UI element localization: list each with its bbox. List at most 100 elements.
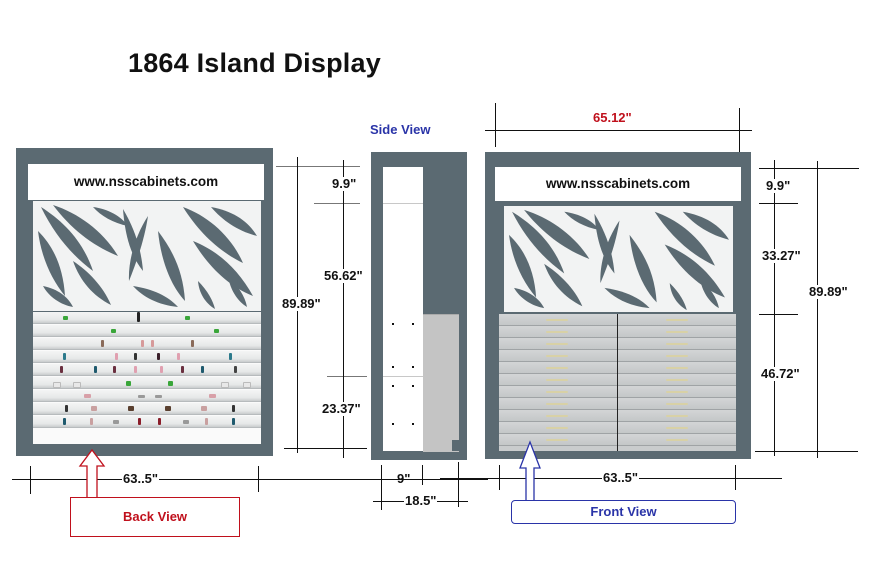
hinge-dot (412, 323, 414, 325)
diagram-title: 1864 Island Display (128, 48, 381, 78)
product-item (101, 340, 104, 347)
dim-line (759, 168, 859, 169)
product-item (94, 366, 97, 373)
drawer[interactable] (499, 422, 617, 434)
product-item (63, 418, 66, 425)
drawer-handle (666, 379, 688, 381)
product-item (165, 406, 171, 411)
hinge-dot (412, 385, 414, 387)
product-item (177, 353, 180, 360)
product-item (232, 418, 235, 425)
product-item (138, 418, 141, 425)
drawer[interactable] (499, 362, 617, 374)
dim-tick (499, 465, 500, 490)
product-item (138, 395, 145, 398)
drawer-handle (666, 391, 688, 393)
drawer-divider (617, 314, 618, 451)
drawer[interactable] (499, 374, 617, 386)
leaf-pattern-icon (509, 209, 729, 311)
product-item (91, 406, 97, 411)
drawer[interactable] (618, 362, 736, 374)
back-lower-height-dim: 23.37" (321, 401, 362, 416)
product-item (229, 353, 232, 360)
drawer[interactable] (618, 314, 736, 326)
product-item (113, 366, 116, 373)
front-width-dim: 63..5" (602, 470, 640, 485)
front-view-arrow-icon (519, 440, 541, 500)
drawer[interactable] (499, 434, 617, 446)
product-item (137, 312, 140, 322)
product-item (185, 316, 190, 320)
shelf (33, 312, 261, 324)
shelf (33, 325, 261, 337)
product-item (155, 395, 162, 398)
drawer[interactable] (618, 410, 736, 422)
shelf (33, 338, 261, 350)
product-item (111, 329, 116, 333)
drawer-handle (666, 367, 688, 369)
product-item (113, 420, 119, 424)
drawer[interactable] (618, 398, 736, 410)
drawer[interactable] (618, 422, 736, 434)
dim-line (284, 448, 367, 449)
drawer[interactable] (499, 350, 617, 362)
drawer-handle (546, 319, 568, 321)
front-panel-height-dim: 33.27" (761, 248, 802, 263)
front-view-drawer-bank (499, 314, 736, 451)
shelf (33, 390, 261, 402)
hinge-dot (392, 323, 394, 325)
front-view-sign: www.nsscabinets.com (495, 167, 741, 201)
product-item (134, 353, 137, 360)
product-item (191, 340, 194, 347)
drawer[interactable] (618, 374, 736, 386)
product-item (183, 420, 189, 424)
drawer-handle (546, 367, 568, 369)
product-item (151, 340, 154, 347)
front-drawers-height-dim: 46.72" (760, 366, 801, 381)
back-width-dim: 63..5" (122, 471, 160, 486)
dim-line (759, 203, 798, 204)
leaf-pattern-icon (38, 205, 257, 309)
product-item (60, 366, 63, 373)
front-total-height-dim: 89.89" (808, 284, 849, 299)
dim-line (817, 161, 818, 458)
drawer[interactable] (618, 434, 736, 446)
product-item (181, 366, 184, 373)
drawer[interactable] (499, 386, 617, 398)
dim-line (755, 451, 858, 452)
drawer[interactable] (618, 386, 736, 398)
drawer[interactable] (499, 314, 617, 326)
dim-line (343, 160, 344, 458)
drawer-handle (666, 343, 688, 345)
drawer-handle (546, 415, 568, 417)
drawer[interactable] (618, 326, 736, 338)
product-item (63, 353, 66, 360)
drawer-handle (546, 379, 568, 381)
back-view-shelves (33, 312, 261, 444)
drawer[interactable] (499, 410, 617, 422)
drawer-handle (546, 403, 568, 405)
drawer[interactable] (499, 398, 617, 410)
back-view-sign: www.nsscabinets.com (28, 164, 264, 200)
back-upper-height-dim: 56.62" (323, 268, 364, 283)
drawer[interactable] (618, 338, 736, 350)
side-divider (383, 203, 423, 204)
drawer[interactable] (499, 338, 617, 350)
back-sign-height-dim: 9.9" (331, 176, 358, 191)
front-sign-height-dim: 9.9" (765, 178, 792, 193)
drawer[interactable] (499, 326, 617, 338)
product-item (73, 382, 81, 388)
drawer[interactable] (618, 350, 736, 362)
side-view-base (423, 314, 459, 452)
hinge-dot (392, 423, 394, 425)
dim-tick (735, 465, 736, 490)
drawer-handle (546, 427, 568, 429)
product-item (53, 382, 61, 388)
side-view-body (383, 167, 423, 451)
product-item (134, 366, 137, 373)
product-item (209, 394, 216, 398)
drawer-handle (666, 427, 688, 429)
product-item (115, 353, 118, 360)
product-item (201, 366, 204, 373)
product-item (201, 406, 207, 411)
